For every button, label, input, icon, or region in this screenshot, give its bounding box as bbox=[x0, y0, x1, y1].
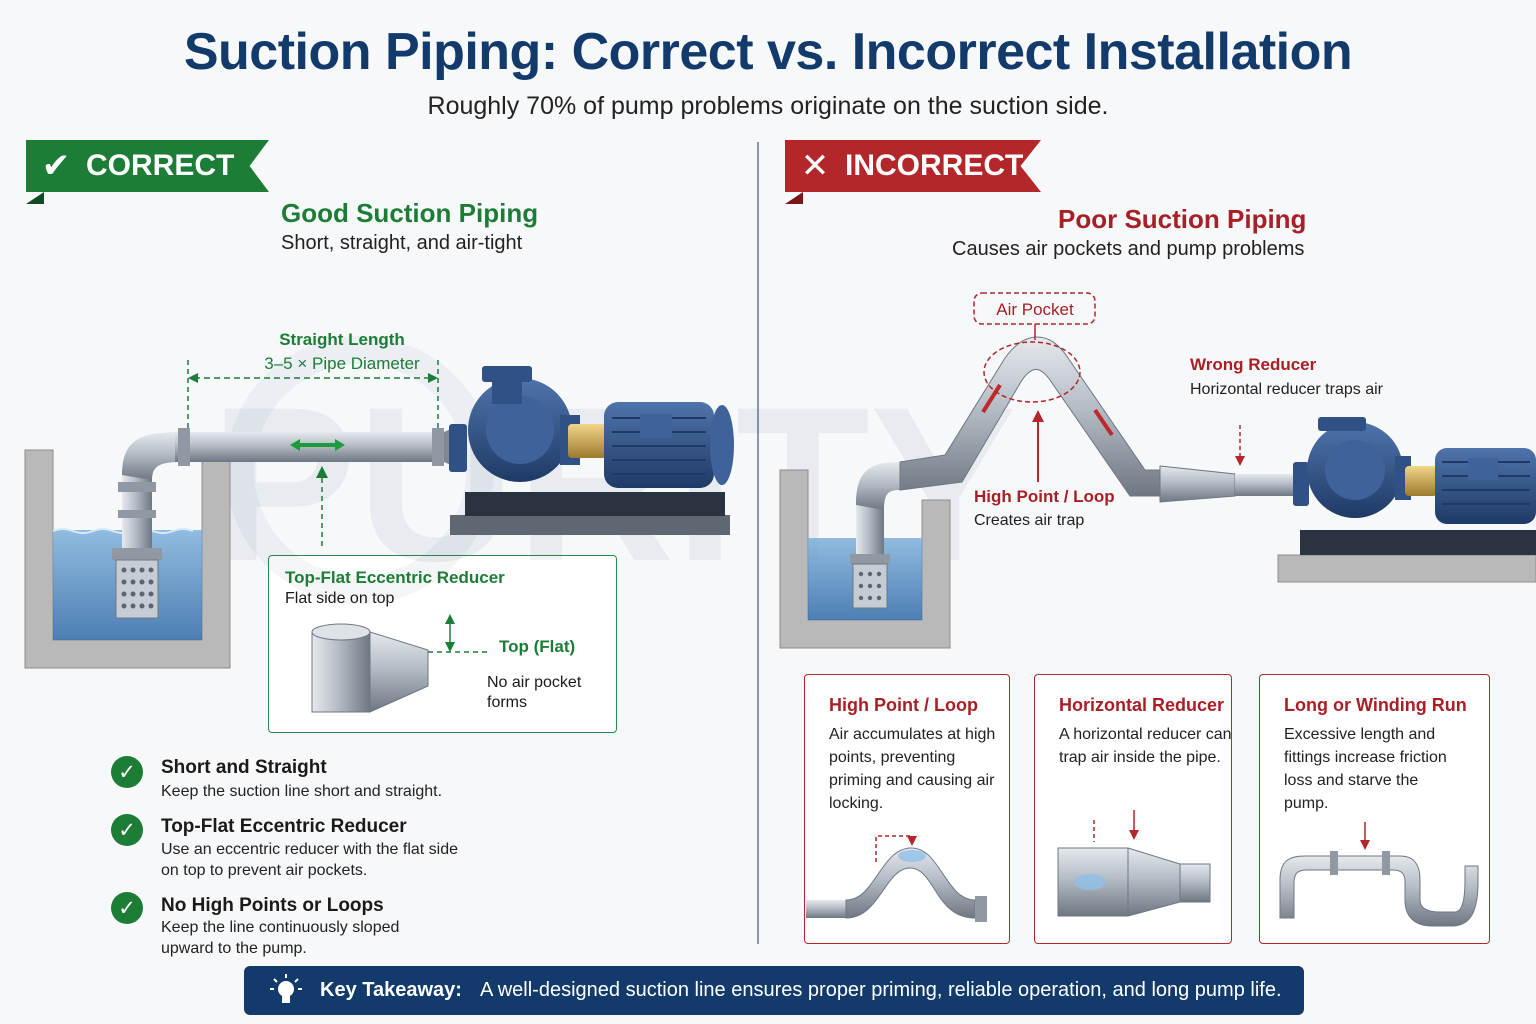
page-subtitle: Roughly 70% of pump problems originate o… bbox=[427, 92, 1109, 120]
lightbulb-icon bbox=[270, 973, 302, 1003]
air-pocket-label-box bbox=[973, 292, 1096, 325]
tip-illustration-loop bbox=[806, 835, 987, 922]
high-point-body: Creates air trap bbox=[974, 512, 1084, 529]
tip-title: Horizontal Reducer bbox=[1059, 695, 1225, 715]
straight-length-value: 3–5 × Pipe Diameter bbox=[264, 354, 420, 373]
incorrect-badge-label: INCORRECT bbox=[845, 149, 1024, 182]
reducer-top-label: Top (Flat) bbox=[499, 637, 576, 656]
flow-arrow-icon bbox=[290, 439, 345, 451]
checklist-title: Short and Straight bbox=[161, 757, 327, 778]
tip-body: A horizontal reducer can trap air inside… bbox=[1059, 726, 1232, 766]
high-point-arrow-head bbox=[1032, 410, 1044, 422]
checklist-title: No High Points or Loops bbox=[161, 895, 384, 916]
foot-valve-strainer bbox=[112, 548, 162, 619]
straight-length-dimension bbox=[187, 360, 439, 428]
checklist-body: Use an eccentric reducer with the flat s… bbox=[161, 841, 459, 879]
page-title: Suction Piping: Correct vs. Incorrect In… bbox=[183, 23, 1353, 81]
correct-badge-label: CORRECT bbox=[86, 149, 235, 182]
takeaway-label: Key Takeaway: bbox=[320, 979, 462, 1001]
wrong-reducer-body: Horizontal reducer traps air bbox=[1190, 381, 1384, 398]
incorrect-pump bbox=[1277, 417, 1536, 583]
wrong-reducer-body-text: Horizontal reducer traps air bbox=[1190, 381, 1384, 398]
incorrect-suction-pipe bbox=[856, 336, 1295, 556]
key-takeaway-banner: Key Takeaway: A well-designed suction li… bbox=[244, 966, 1304, 1015]
good-heading: Good Suction Piping bbox=[281, 198, 539, 228]
ribbon-fold bbox=[26, 192, 44, 204]
callout-leader-arrow bbox=[316, 466, 328, 478]
check-icon: ✔ bbox=[41, 147, 71, 185]
reducer-note: No air pocket forms bbox=[487, 674, 582, 711]
poor-subheading: Causes air pockets and pump problems bbox=[952, 238, 1305, 260]
tip-title: High Point / Loop bbox=[829, 695, 978, 715]
tip-illustration-reducer bbox=[1057, 810, 1211, 917]
wrong-reducer-arrow bbox=[1235, 456, 1245, 466]
incorrect-badge: ✕ INCORRECT bbox=[785, 140, 1041, 192]
ribbon-fold bbox=[785, 192, 803, 204]
tip-card-high-point: High Point / Loop Air accumulates at hig… bbox=[804, 674, 1010, 944]
correct-pump bbox=[449, 366, 734, 535]
tip-body: Excessive length and fittings increase f… bbox=[1284, 726, 1447, 812]
watermark-logo bbox=[226, 336, 494, 604]
tip-body: Air accumulates at high points, preventi… bbox=[829, 726, 996, 812]
correct-suction-pipe bbox=[118, 424, 462, 550]
high-point-title: High Point / Loop bbox=[974, 487, 1115, 506]
incorrect-strainer bbox=[850, 554, 890, 609]
air-pocket-label: Air Pocket bbox=[996, 300, 1074, 319]
check-icon: ✓ bbox=[111, 814, 143, 846]
takeaway-text: A well-designed suction line ensures pro… bbox=[479, 979, 1282, 1001]
poor-heading: Poor Suction Piping bbox=[1058, 204, 1307, 234]
reducer-callout-title: Top-Flat Eccentric Reducer bbox=[285, 568, 505, 587]
checklist-body: Keep the line continuously sloped upward… bbox=[161, 919, 400, 957]
tip-title: Long or Winding Run bbox=[1284, 695, 1467, 715]
tip-illustration-winding bbox=[1279, 822, 1479, 927]
checklist-title: Top-Flat Eccentric Reducer bbox=[161, 816, 407, 837]
checklist-body: Keep the suction line short and straight… bbox=[161, 783, 443, 800]
check-icon: ✓ bbox=[111, 892, 143, 924]
reducer-callout-subtitle: Flat side on top bbox=[285, 590, 395, 607]
air-pocket-highlight bbox=[983, 341, 1081, 403]
check-icon: ✓ bbox=[111, 756, 143, 788]
center-divider bbox=[757, 142, 759, 944]
eccentric-reducer-illustration bbox=[311, 614, 490, 713]
straight-length-title: Straight Length bbox=[279, 330, 405, 349]
tip-card-long-run: Long or Winding Run Excessive length and… bbox=[1259, 674, 1490, 944]
wrong-reducer-title: Wrong Reducer bbox=[1190, 355, 1317, 374]
good-subheading: Short, straight, and air-tight bbox=[281, 232, 523, 254]
x-icon: ✕ bbox=[800, 147, 830, 185]
correct-badge: ✔ CORRECT bbox=[26, 140, 269, 192]
